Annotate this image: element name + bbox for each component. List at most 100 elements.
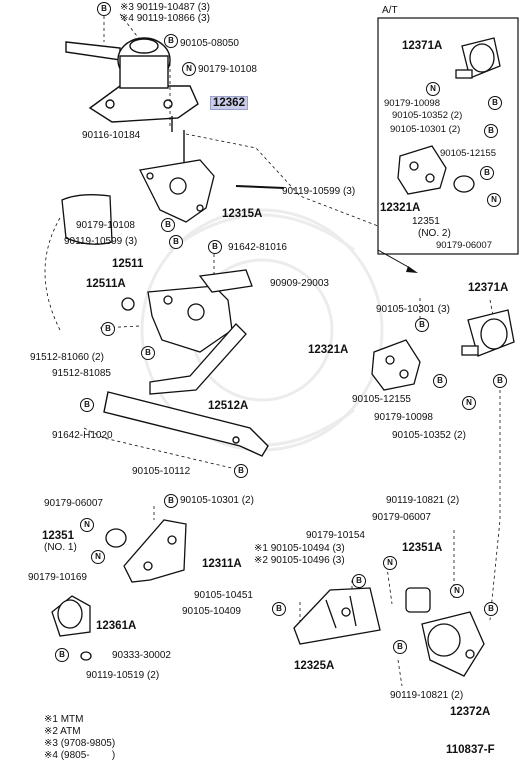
label-90179-06007-left: 90179-06007 [44,498,103,509]
label-90119-10487: ※3 90119-10487 (3) [120,2,210,13]
label-90119-10866: ※4 90119-10866 (3) [120,13,210,24]
inset-frame [377,17,519,255]
label-inset-90105-10352: 90105-10352 (2) [392,110,463,121]
bolt-marker: B [488,96,502,110]
label-90105-08050: 90105-08050 [180,38,239,49]
bolt-marker: B [80,398,94,412]
nut-marker: N [487,193,501,207]
label-90119-10519: 90119-10519 (2) [86,670,160,681]
label-90179-10098-right: 90179-10098 [374,412,433,423]
label-90333-30002: 90333-30002 [112,650,171,661]
label-90105-10112: 90105-10112 [132,466,191,477]
bracket-12325A [293,587,381,645]
label-90105-10494: ※1 90105-10494 (3) [254,543,345,554]
inset-pointer [377,249,411,269]
nut-marker: N [450,584,464,598]
label-12511: 12511 [112,258,144,270]
label-90179-10154: 90179-10154 [306,530,365,541]
label-12351-no1: (NO. 1) [44,542,77,553]
label-90119-10821-bottom: 90119-10821 (2) [390,690,464,701]
nut-marker: N [462,396,476,410]
bolt-marker: B [272,602,286,616]
label-90105-10496: ※2 90105-10496 (3) [254,555,345,566]
label-inset-12351: 12351 [412,216,440,227]
bolt-marker: B [480,166,494,180]
nut-marker: N [426,82,440,96]
label-inset-90105-12155: 90105-12155 [440,148,496,159]
label-inset-12351-no2: (NO. 2) [418,228,451,239]
label-91512-81060: 91512-81060 (2) [30,352,104,363]
bracket-12321A-right [371,339,421,391]
mount-12361A [51,595,92,661]
bolt-marker: B [484,124,498,138]
label-90179-10108: 90179-10108 [198,64,257,75]
label-12372A: 12372A [450,706,491,718]
label-12321A-right: 12321A [308,344,349,356]
bolt-marker: B [352,574,366,588]
nut-marker: N [91,550,105,564]
bolt-marker: B [141,346,155,360]
bolt-marker: B [101,322,115,336]
label-12512A: 12512A [208,400,249,412]
bolt-marker: B [169,235,183,249]
nut-marker: N [182,62,196,76]
nut-marker: N [383,556,397,570]
bolt-marker: B [415,318,429,332]
label-90179-06007-right: 90179-06007 [372,512,431,523]
bolt-marker: B [161,218,175,232]
footnote: ※4 (9805- ) [44,750,116,761]
label-91512-81085: 91512-81085 [52,368,111,379]
label-90105-10409: 90105-10409 [182,606,241,617]
mount-12371A-right [461,309,515,357]
mount-12372A [405,587,485,677]
inset-title: A/T [382,5,398,16]
label-12315A: 12315A [222,208,263,220]
label-inset-90179-06007: 90179-06007 [436,240,492,251]
diagram-id: 110837-F [446,744,495,756]
bolt-marker: B [164,34,178,48]
label-90105-10301-2: 90105-10301 (2) [180,495,254,506]
label-inset-12371A: 12371A [402,40,443,52]
label-12362-highlighted[interactable]: 12362 [210,96,248,110]
label-90909-29003: 90909-29003 [270,278,329,289]
bolt-marker: B [493,374,507,388]
bracket-12511 [121,269,253,395]
bolt-marker: B [164,494,178,508]
label-inset-90105-10301: 90105-10301 (2) [390,124,461,135]
label-90105-10451: 90105-10451 [194,590,253,601]
engine-mount-12362 [65,37,199,170]
nut-marker: N [80,518,94,532]
bolt-marker: B [484,602,498,616]
label-12351A: 12351A [402,542,443,554]
inset-bracket-12321A [397,145,475,195]
label-inset-90179-10098: 90179-10098 [384,98,440,109]
label-90179-10108-left: 90179-10108 [76,220,135,231]
label-91642-81016: 91642-81016 [228,242,287,253]
label-12325A: 12325A [294,660,335,672]
label-12361A: 12361A [96,620,137,632]
label-12511A: 12511A [86,278,126,290]
label-90105-10352-right: 90105-10352 (2) [392,430,466,441]
label-12311A: 12311A [202,558,242,570]
label-90105-10301-3: 90105-10301 (3) [376,304,450,315]
bolt-marker: B [55,648,69,662]
label-90116-10184: 90116-10184 [82,130,141,141]
label-12351: 12351 [42,530,74,542]
bolt-marker: B [234,464,248,478]
label-91642-H1020: 91642-H1020 [52,430,113,441]
label-90119-10599-left: 90119-10599 (3) [64,236,138,247]
bolt-marker: B [97,2,111,16]
engine-housing [61,159,285,245]
label-90119-10821-top: 90119-10821 (2) [386,495,460,506]
footnote: ※1 MTM [44,714,84,725]
footnote: ※2 ATM [44,726,81,737]
label-90119-10599-right: 90119-10599 (3) [282,186,356,197]
bracket-12311A [105,519,187,583]
label-12371A-right: 12371A [468,282,509,294]
bolt-marker: B [433,374,447,388]
label-inset-12321A: 12321A [380,202,421,214]
bolt-marker: B [393,640,407,654]
bolt-marker: B [208,240,222,254]
